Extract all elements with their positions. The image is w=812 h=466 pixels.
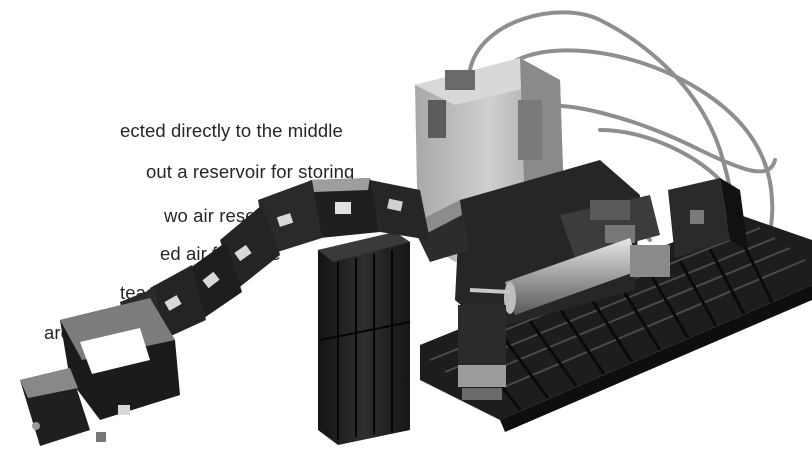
body-text-line-1: ected directly to the middle bbox=[120, 120, 343, 141]
arm-segment-3 bbox=[310, 178, 380, 238]
right-tower bbox=[668, 178, 748, 258]
arm-segment-2 bbox=[370, 180, 430, 240]
arm-segment-6 bbox=[190, 242, 242, 318]
center-mechanism bbox=[455, 160, 660, 330]
air-tube-5 bbox=[598, 128, 722, 182]
front-pillar bbox=[318, 232, 411, 445]
arm-segment-5 bbox=[220, 205, 280, 290]
arm-segment-4 bbox=[258, 180, 322, 255]
gripper-post bbox=[458, 305, 506, 400]
body-text-line-2: out a reservoir for storing bbox=[146, 161, 355, 182]
pneumatic-cylinder bbox=[469, 238, 670, 315]
arm-chain bbox=[120, 178, 470, 352]
end-block bbox=[20, 298, 180, 446]
arm-segment-7 bbox=[150, 265, 206, 340]
